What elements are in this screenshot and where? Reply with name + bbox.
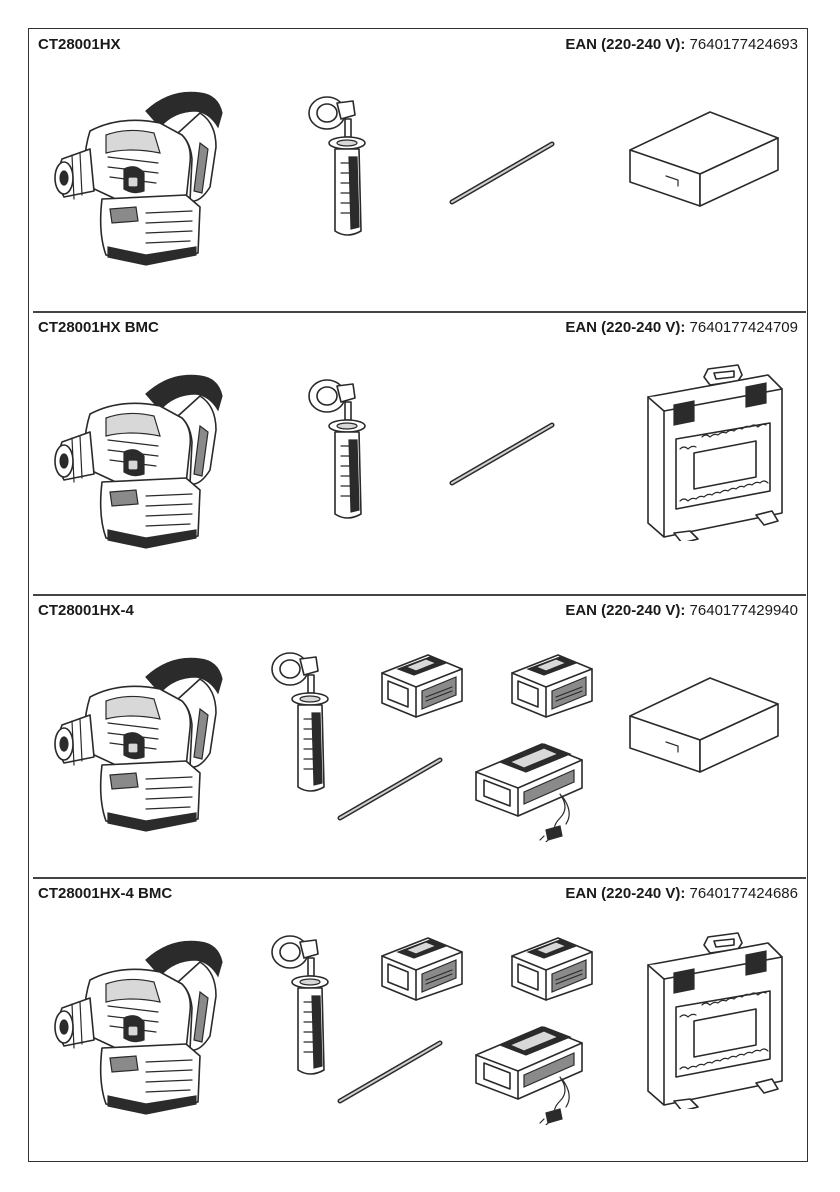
charger-icon: [470, 732, 590, 842]
battery-pack-icon: [506, 932, 596, 1002]
ean-line: EAN (220-240 V): 7640177424693: [565, 36, 798, 54]
package-section: CT28001HX-4 EAN (220-240 V): 76401774299…: [28, 594, 808, 877]
carrying-case-icon: [638, 929, 788, 1109]
model-name: CT28001HX-4 BMC: [38, 885, 172, 903]
depth-stop-rod-icon: [336, 754, 446, 824]
ean-line: EAN (220-240 V): 7640177424686: [565, 885, 798, 903]
side-handle-icon: [303, 376, 373, 526]
ean-label: EAN (220-240 V):: [565, 319, 685, 336]
ean-label: EAN (220-240 V):: [565, 885, 685, 902]
package-section: CT28001HX BMC EAN (220-240 V): 764017742…: [28, 311, 808, 594]
battery-pack-icon: [376, 932, 466, 1002]
battery-pack-icon: [376, 649, 466, 719]
depth-stop-rod-icon: [448, 138, 558, 208]
side-handle-icon: [266, 649, 336, 799]
rotary-hammer-icon: [50, 83, 230, 268]
model-name: CT28001HX-4: [38, 602, 134, 620]
ean-value: 7640177429940: [690, 602, 798, 619]
depth-stop-rod-icon: [448, 419, 558, 489]
model-name: CT28001HX: [38, 36, 121, 54]
depth-stop-rod-icon: [336, 1037, 446, 1107]
ean-line: EAN (220-240 V): 7640177424709: [565, 319, 798, 337]
package-section: CT28001HX EAN (220-240 V): 7640177424693: [28, 28, 808, 311]
ean-line: EAN (220-240 V): 7640177429940: [565, 602, 798, 620]
rotary-hammer-icon: [50, 366, 230, 551]
ean-label: EAN (220-240 V):: [565, 36, 685, 53]
cardboard-box-icon: [626, 108, 782, 208]
ean-value: 7640177424693: [690, 36, 798, 53]
rotary-hammer-icon: [50, 649, 230, 834]
carrying-case-icon: [638, 361, 788, 541]
battery-pack-icon: [506, 649, 596, 719]
ean-value: 7640177424686: [690, 885, 798, 902]
ean-label: EAN (220-240 V):: [565, 602, 685, 619]
rotary-hammer-icon: [50, 932, 230, 1117]
model-name: CT28001HX BMC: [38, 319, 159, 337]
ean-value: 7640177424709: [690, 319, 798, 336]
side-handle-icon: [266, 932, 336, 1082]
package-section: CT28001HX-4 BMC EAN (220-240 V): 7640177…: [28, 877, 808, 1160]
cardboard-box-icon: [626, 674, 782, 774]
charger-icon: [470, 1015, 590, 1125]
side-handle-icon: [303, 93, 373, 243]
